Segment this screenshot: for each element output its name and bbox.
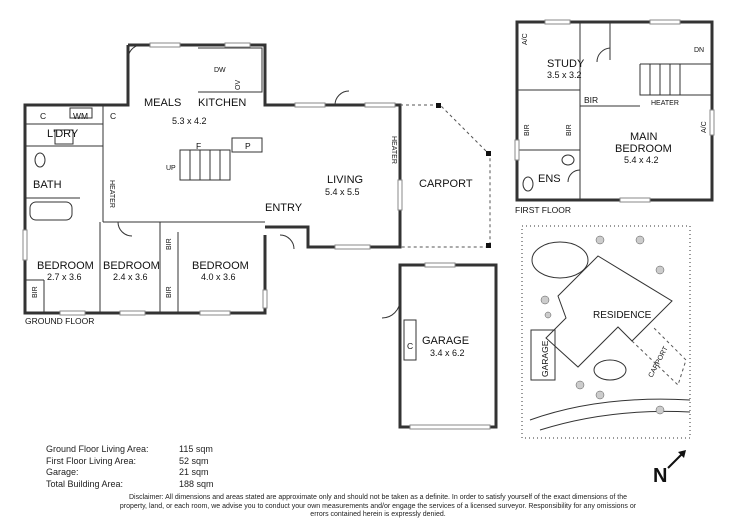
room-bedroom-2-dims: 2.4 x 3.6 <box>113 272 148 282</box>
room-main-bedroom-label: BEDROOM <box>615 143 672 155</box>
carport-outline <box>400 103 491 248</box>
built-in-robe-label: BIR <box>524 124 531 136</box>
area-label: Total Building Area: <box>46 478 124 489</box>
ground-floor-windows <box>22 42 403 316</box>
area-row: First Floor Living Area: 52 sqm <box>46 456 214 468</box>
room-ensuite-label: ENS <box>538 173 561 185</box>
room-carport-label: CARPORT <box>419 178 473 190</box>
area-label: Garage: <box>46 467 79 477</box>
area-summary: Ground Floor Living Area: 115 sqm First … <box>46 444 214 490</box>
room-bedroom-3-label: BEDROOM <box>192 260 249 272</box>
site-carport-label: CARPORT <box>648 345 671 379</box>
area-value: 115 sqm <box>179 444 213 454</box>
first-floor-labels: STUDY 3.5 x 3.2 MAIN BEDROOM 5.4 x 4.2 E… <box>515 33 708 215</box>
room-study-label: STUDY <box>547 58 585 70</box>
air-conditioner-label: A/C <box>522 33 529 45</box>
room-bedroom-1-label: BEDROOM <box>37 260 94 272</box>
north-label: N <box>653 465 667 487</box>
area-row: Total Building Area: 188 sqm <box>46 479 214 491</box>
site-garage-label: GARAGE <box>540 340 550 377</box>
ground-floor-labels: MEALS KITCHEN 5.3 x 4.2 L'DRY BATH LIVIN… <box>25 67 473 358</box>
room-bedroom-2-label: BEDROOM <box>103 260 160 272</box>
room-main-label: MAIN <box>630 131 658 143</box>
built-in-robe-label: BIR <box>166 238 173 250</box>
room-bath-label: BATH <box>33 179 62 191</box>
air-conditioner-label: A/C <box>701 121 708 133</box>
room-living-label: LIVING <box>327 174 363 186</box>
pantry-label: P <box>245 141 251 151</box>
area-row: Garage: 21 sqm <box>46 467 214 479</box>
area-value: 188 sqm <box>179 478 214 489</box>
first-floor-title: FIRST FLOOR <box>515 205 571 215</box>
heater-label: HEATER <box>390 136 397 164</box>
built-in-robe-label: BIR <box>566 124 573 136</box>
room-bedroom-3-dims: 4.0 x 3.6 <box>201 272 236 282</box>
room-laundry-label: L'DRY <box>47 128 79 140</box>
washing-machine-label: WM <box>73 111 88 121</box>
area-label: First Floor Living Area: <box>46 455 137 466</box>
room-kitchen-label: KITCHEN <box>198 97 246 109</box>
cupboard-label: C <box>40 111 46 121</box>
dishwasher-label: DW <box>214 67 226 74</box>
ground-floor-title: GROUND FLOOR <box>25 316 94 326</box>
first-floor-walls <box>514 19 715 203</box>
north-arrow <box>667 450 686 469</box>
site-residence-label: RESIDENCE <box>593 310 652 321</box>
room-meals-kitchen-dims: 5.3 x 4.2 <box>172 116 207 126</box>
area-label: Ground Floor Living Area: <box>46 444 149 454</box>
heater-label: HEATER <box>108 180 115 208</box>
stairs-down-label: DN <box>694 47 704 54</box>
built-in-robe-label: BIR <box>166 286 173 298</box>
built-in-robe-label: BIR <box>32 286 39 298</box>
site-plan-labels: RESIDENCE GARAGE CARPORT N <box>540 310 670 487</box>
area-value: 52 sqm <box>179 455 209 466</box>
stairs-up-label: UP <box>166 165 176 172</box>
room-garage-label: GARAGE <box>422 335 469 347</box>
room-bedroom-1-dims: 2.7 x 3.6 <box>47 272 82 282</box>
room-entry-label: ENTRY <box>265 202 303 214</box>
fridge-label: F <box>196 141 201 151</box>
room-meals-label: MEALS <box>144 97 181 109</box>
room-garage-dims: 3.4 x 6.2 <box>430 348 465 358</box>
garage-cupboard-label: C <box>407 341 413 351</box>
heater-label: HEATER <box>651 100 679 107</box>
disclaimer-text: Disclaimer: All dimensions and areas sta… <box>119 494 637 518</box>
cupboard-label: C <box>110 111 116 121</box>
room-main-bedroom-dims: 5.4 x 4.2 <box>624 155 659 165</box>
built-in-robe-label: BIR <box>584 95 598 105</box>
garage-outline <box>381 262 498 430</box>
room-living-dims: 5.4 x 5.5 <box>325 187 360 197</box>
oven-label: OV <box>235 80 242 90</box>
site-plan <box>521 225 691 439</box>
area-row: Ground Floor Living Area: 115 sqm <box>46 444 214 456</box>
area-value: 21 sqm <box>179 467 209 477</box>
room-study-dims: 3.5 x 3.2 <box>547 70 582 80</box>
